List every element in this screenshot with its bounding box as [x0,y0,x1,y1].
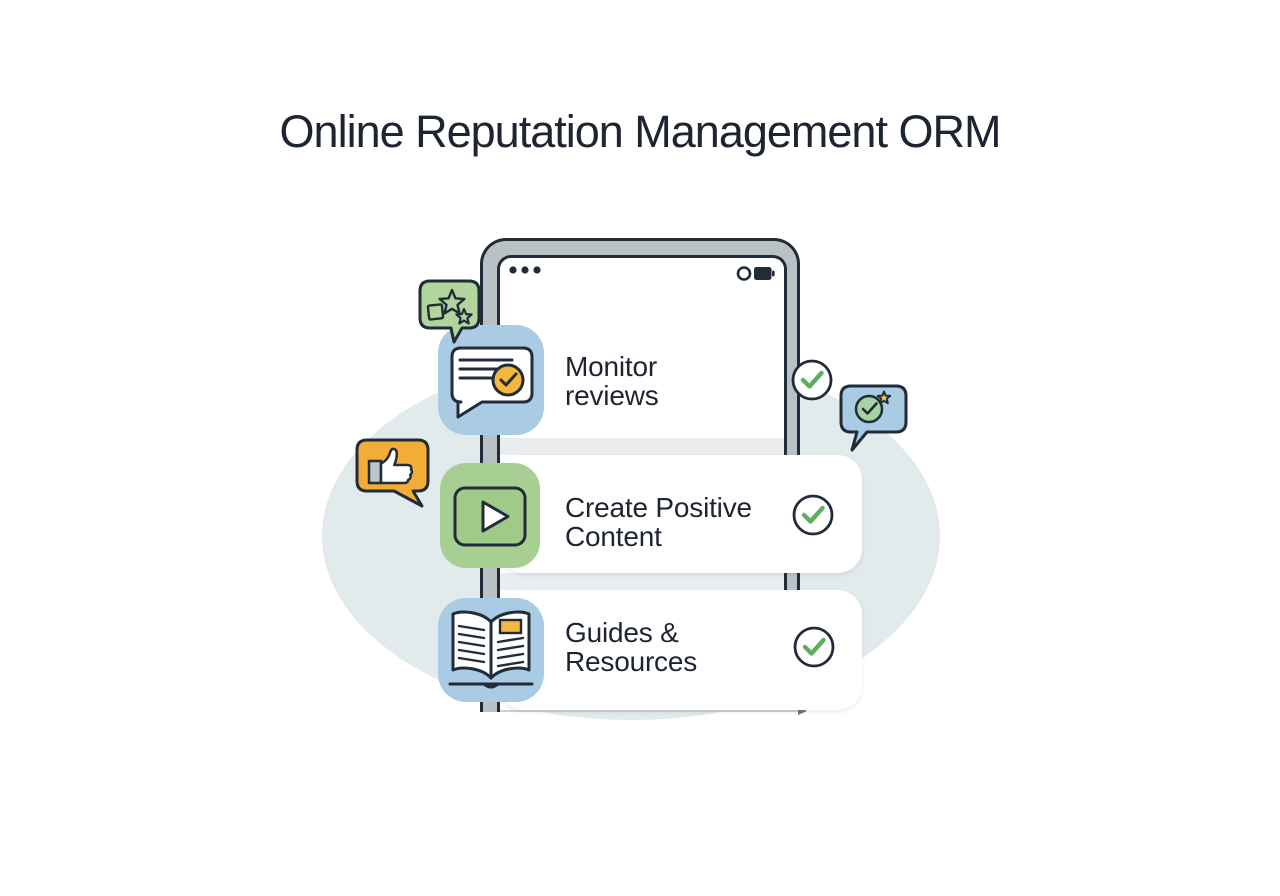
check-circle-icon [791,359,833,401]
checklist-item-label: Create Positive Content [565,492,752,552]
review-chat-icon [438,325,544,435]
card-gap [500,573,784,590]
check-circle-icon [792,494,834,536]
status-right-icons [736,266,775,281]
checklist-item-label: Guides & Resources [565,617,698,677]
open-book-icon [438,598,544,702]
menu-dots-icon [509,266,541,274]
battery-icon [754,267,775,280]
video-play-icon [440,463,540,568]
timeline-baseline [500,710,800,712]
page-title: Online Reputation Management ORM [279,106,1002,157]
check-circle-icon [793,626,835,668]
record-circle-icon [736,266,752,281]
checklist-item-label: Monitor reviews [565,351,659,411]
arrow-icon [798,707,807,715]
card-gap [500,438,784,455]
